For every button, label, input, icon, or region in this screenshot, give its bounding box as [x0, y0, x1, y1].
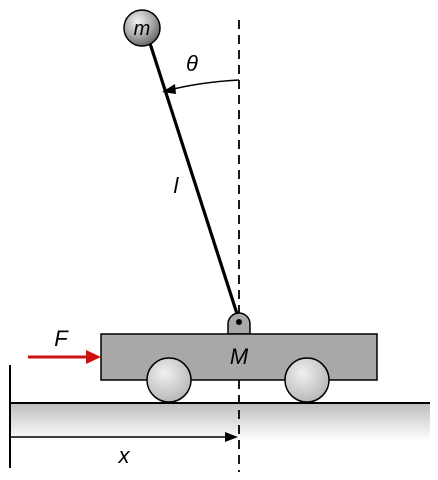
ground [10, 403, 430, 440]
pendulum-bob [123, 9, 161, 47]
cart-mass-label: M [230, 344, 249, 369]
cart-wheel-left [146, 357, 192, 403]
cart-body [100, 333, 378, 381]
cart-wheel-right [284, 357, 330, 403]
bob-mass-label: m [134, 18, 151, 40]
angle-theta-label: θ [186, 51, 198, 76]
pivot-point [236, 319, 242, 325]
position-label: x [118, 443, 131, 468]
pendulum-rod [145, 33, 241, 321]
angle-theta-arc [164, 79, 240, 92]
force-label: F [54, 326, 69, 351]
force-arrowhead [86, 350, 101, 364]
rod-length-label: l [174, 173, 180, 198]
position-arrowhead [225, 432, 238, 442]
